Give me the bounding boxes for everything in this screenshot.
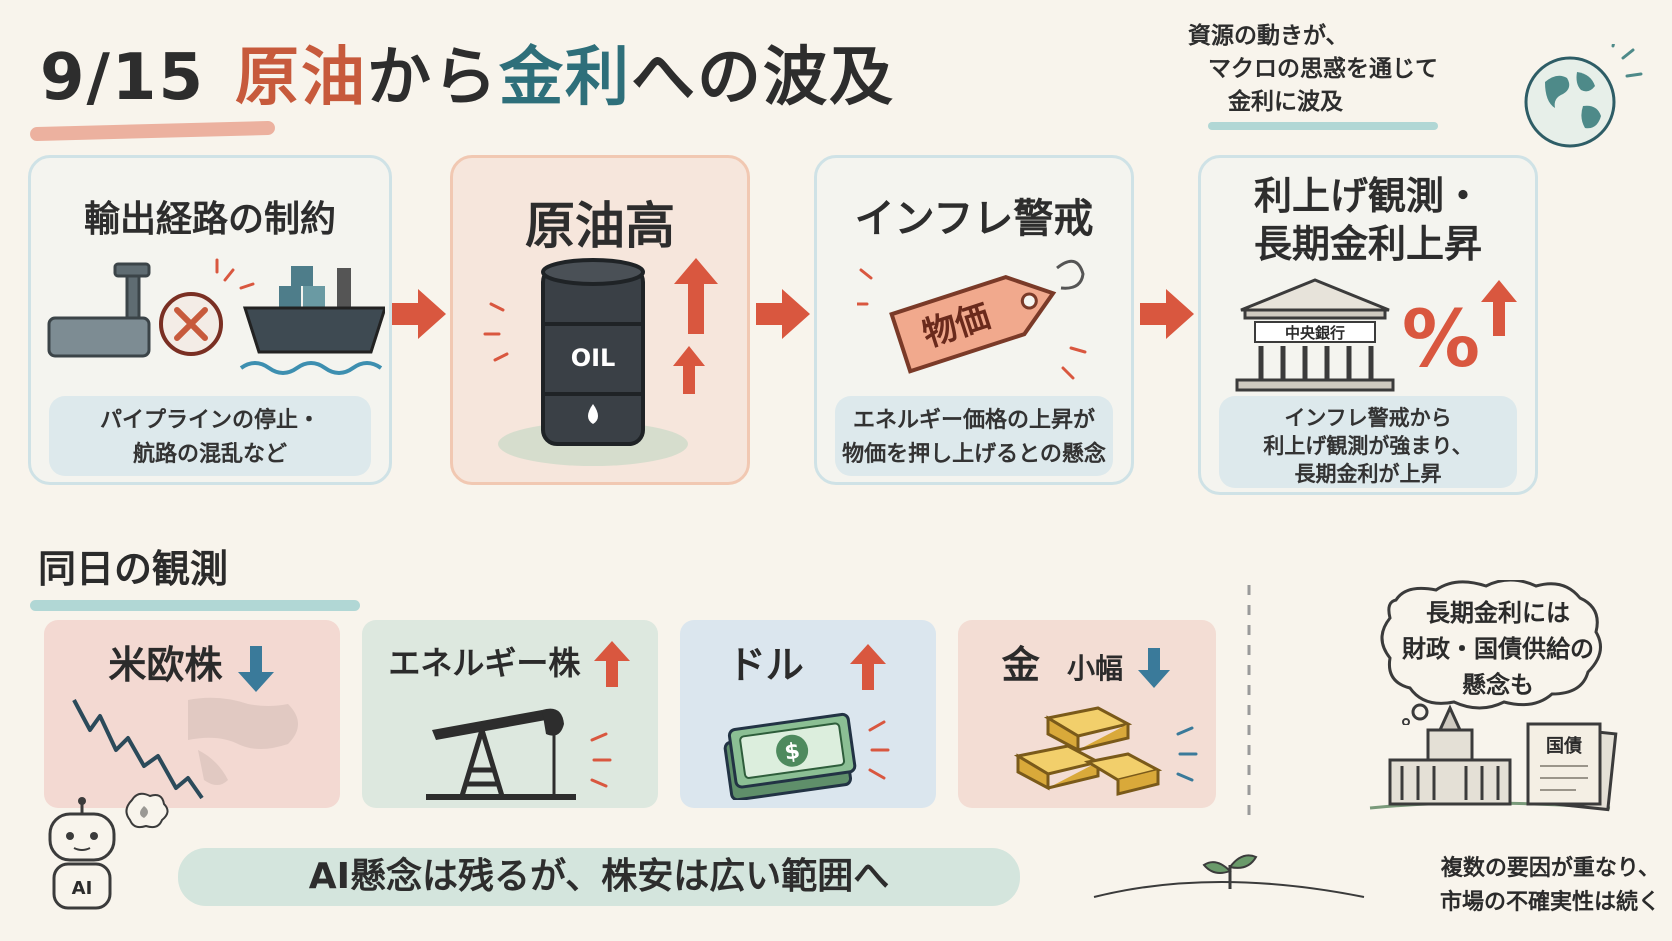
flow-card-title: インフレ警戒 (854, 196, 1094, 242)
observation-label-text: ドル (727, 643, 804, 687)
observation-gold: 金 小幅 (958, 620, 1216, 808)
observation-label-big: 金 (1001, 643, 1040, 687)
bank-label: 中央銀行 (1285, 324, 1345, 342)
subtitle-underline (1208, 122, 1438, 130)
footer-note: 複数の要因が重なり、 市場の不確実性は続く (1360, 852, 1660, 920)
flow-note: パイプラインの停止・ 航路の混乱など (49, 396, 371, 476)
bubble-line3: 懸念も (1462, 671, 1534, 699)
divider (1247, 585, 1251, 825)
central-bank-icon: 中央銀行 % (1235, 278, 1517, 392)
percent-sign: % (1402, 295, 1480, 385)
title-oil: 原油 (234, 41, 367, 115)
title-kinri: 金利 (498, 41, 631, 115)
globe-icon (1524, 44, 1643, 148)
flow-note-line1: インフレ警戒から (1284, 406, 1452, 430)
flow-card-title-line1: 利上げ観測・ (1253, 174, 1482, 218)
barrel-label: OIL (571, 344, 616, 372)
flow-card-oil-price: 原油高 OIL (450, 155, 750, 485)
observation-label: 金 小幅 (958, 634, 1216, 690)
price-tag-icon: 物価 (857, 259, 1087, 380)
arrow-right-icon (1140, 289, 1194, 339)
title-rest: への波及 (630, 41, 895, 115)
oil-pumpjack-icon (426, 708, 612, 800)
arrow-down-icon (1138, 647, 1171, 688)
flow-card-inflation-alert: インフレ警戒 物価 エネルギー価格の上昇が 物価を押し上げるとの懸念 (814, 155, 1134, 485)
bond-label: 国債 (1546, 735, 1582, 757)
arrow-right-icon (392, 289, 446, 339)
observations-title: 同日の観測 (38, 547, 229, 591)
flow-card-title: 利上げ観測・ 長期金利上昇 (1201, 172, 1535, 268)
subtitle-line1: 資源の動きが、 (1188, 23, 1349, 49)
observation-label: 米欧株 (44, 634, 340, 692)
observations-underline (30, 600, 360, 611)
parliament-bond-icon: 国債 (1369, 704, 1618, 812)
speech-bubble-icon (1380, 580, 1602, 725)
observation-dollar: ドル $ (680, 620, 936, 808)
flow-card-title: 輸出経路の制約 (83, 199, 336, 240)
summary-banner-background (178, 848, 1020, 906)
arrow-right-icon (756, 289, 810, 339)
footer-line2: 市場の不確実性は続く (1439, 890, 1660, 915)
oil-barrel-icon: OIL (483, 258, 718, 466)
dollar-bill-icon: $ (723, 712, 890, 800)
flow-note-line2: 航路の混乱など (132, 442, 287, 467)
flow-note-line3: 長期金利が上昇 (1294, 462, 1442, 486)
falling-chart-icon (72, 697, 298, 800)
observation-label: ドル (680, 634, 936, 692)
arrow-down-icon (237, 645, 274, 692)
footer-line1: 複数の要因が重なり、 (1440, 856, 1660, 881)
title-underline (29, 120, 276, 142)
bubble-text: 長期金利には 財政・国債供給の 懸念も (1378, 595, 1618, 703)
flow-card-title: 原油高 (525, 197, 675, 255)
observation-energy-stocks: エネルギー株 (362, 620, 658, 808)
robot-icon: AI (48, 792, 169, 910)
flow-card-rate-hike: 利上げ観測・ 長期金利上昇 中央銀行 % インフレ警戒から 利上げ観測が強まり、… (1198, 155, 1538, 495)
subtitle: 資源の動きが、 マクロの思惑を通じて 金利に波及 (1188, 20, 1438, 119)
flow-card-title-line2: 長期金利上昇 (1253, 222, 1482, 266)
flow-card-export-route: 輸出経路の制約 パイプラインの停止・ 航路の混乱など (28, 155, 392, 485)
dollar-sign: $ (783, 739, 802, 766)
bubble-line1: 長期金利には (1426, 599, 1570, 627)
arrow-up-icon (593, 641, 630, 687)
sprout-icon (1093, 854, 1365, 898)
subtitle-line2: マクロの思惑を通じて (1208, 56, 1438, 82)
summary-banner: AI懸念は残るが、株安は広い範囲へ (308, 856, 890, 897)
page-title: 9/15 原油から金利への波及 (40, 26, 895, 118)
observation-label-small: 小幅 (1067, 652, 1124, 685)
flow-note-line2: 利上げ観測が強まり、 (1263, 434, 1473, 458)
flow-note-line2: 物価を押し上げるとの懸念 (842, 442, 1106, 467)
arrow-up-icon (850, 643, 887, 690)
flow-note: エネルギー価格の上昇が 物価を押し上げるとの懸念 (835, 396, 1113, 476)
observation-us-eu-stocks: 米欧株 (44, 620, 340, 808)
title-kara: から (366, 41, 499, 115)
pipeline-ship-icon (47, 258, 385, 375)
title-date: 9/15 (40, 41, 205, 115)
flow-note: インフレ警戒から 利上げ観測が強まり、 長期金利が上昇 (1219, 396, 1517, 488)
observation-label: エネルギー株 (362, 638, 658, 689)
bubble-line2: 財政・国債供給の (1402, 635, 1594, 663)
observation-label-text: 米欧株 (108, 643, 223, 687)
subtitle-line3: 金利に波及 (1228, 89, 1343, 115)
robot-label: AI (72, 878, 93, 899)
observation-label-text: エネルギー株 (388, 644, 581, 682)
gold-bars-icon (1013, 706, 1198, 796)
flow-note-line1: エネルギー価格の上昇が (852, 408, 1095, 433)
flow-note-line1: パイプラインの停止・ (99, 408, 320, 433)
